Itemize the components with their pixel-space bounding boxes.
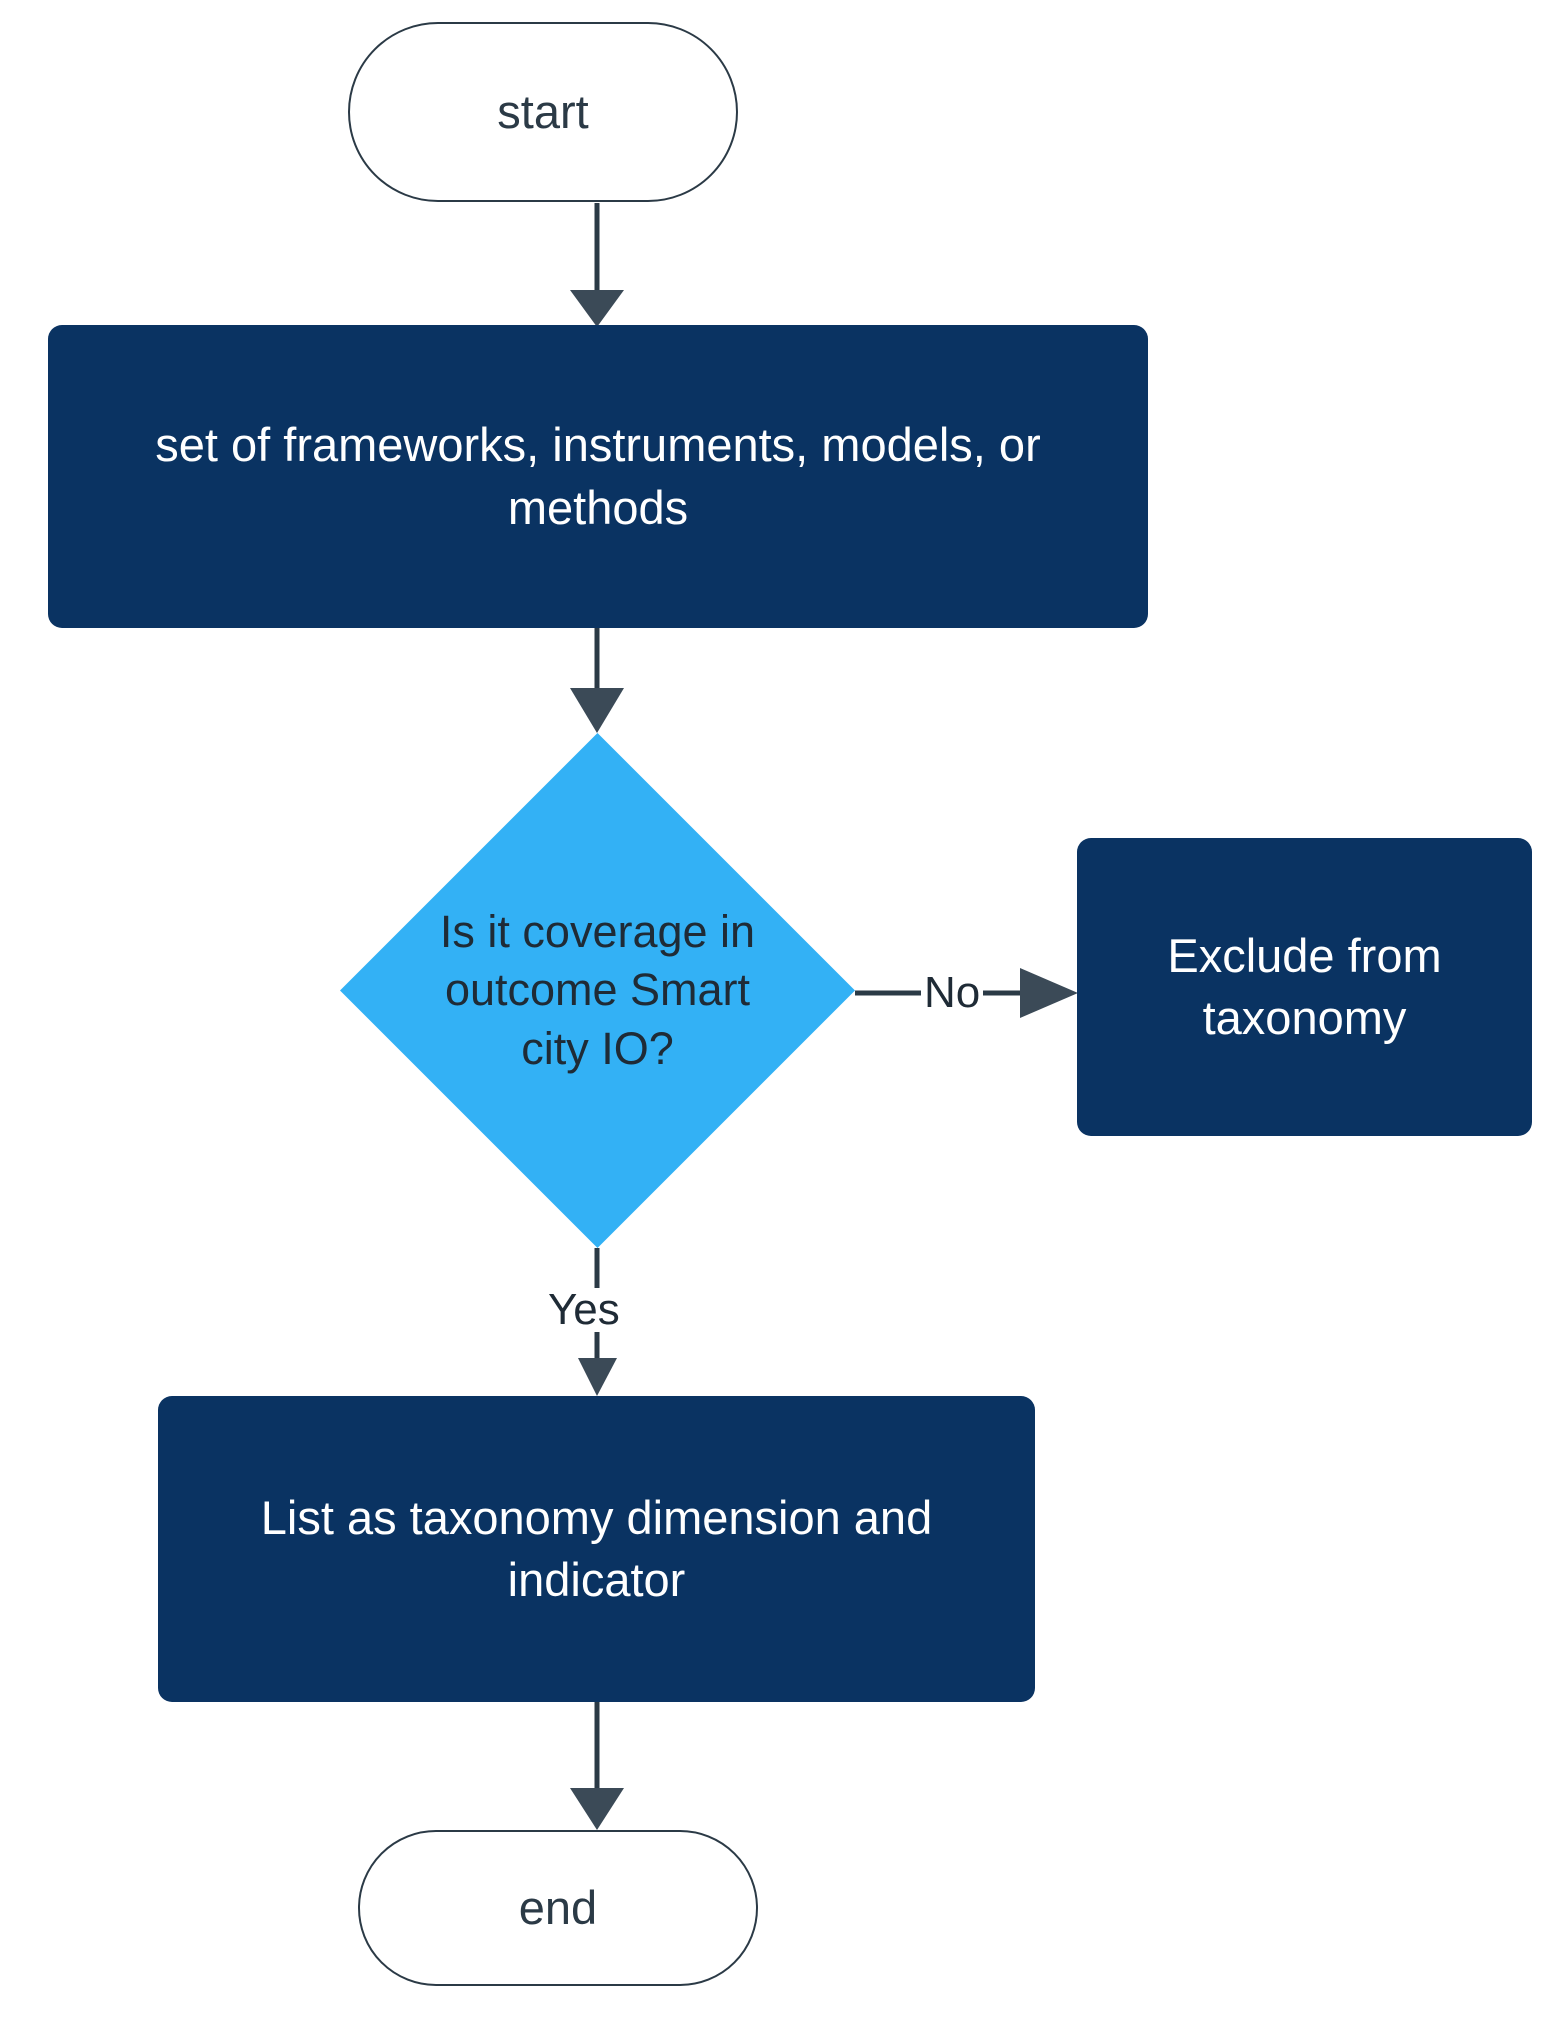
decision-diamond-shape <box>340 733 855 1248</box>
node-end-label: end <box>518 1880 598 1934</box>
node-decision[interactable]: Is it coverage in outcome Smart city IO? <box>340 733 855 1248</box>
edge-source-to-decision <box>570 628 624 733</box>
node-list-label: List as taxonomy dimension and indicator <box>260 1490 933 1606</box>
node-source-set[interactable]: set of frameworks, instruments, models, … <box>48 325 1148 628</box>
edge-label-no: No <box>921 971 984 1015</box>
edge-label-yes: Yes <box>545 1288 623 1332</box>
edge-start-to-source <box>570 203 624 327</box>
node-exclude-label: Exclude from taxonomy <box>1167 928 1442 1044</box>
edge-list-to-end <box>570 1702 624 1830</box>
node-exclude[interactable]: Exclude from taxonomy <box>1077 838 1532 1136</box>
node-source-set-label: set of frameworks, instruments, models, … <box>155 418 1041 534</box>
node-start-label: start <box>497 84 589 138</box>
node-list[interactable]: List as taxonomy dimension and indicator <box>158 1396 1035 1702</box>
node-start[interactable]: start <box>348 22 738 202</box>
node-end[interactable]: end <box>358 1830 758 1986</box>
